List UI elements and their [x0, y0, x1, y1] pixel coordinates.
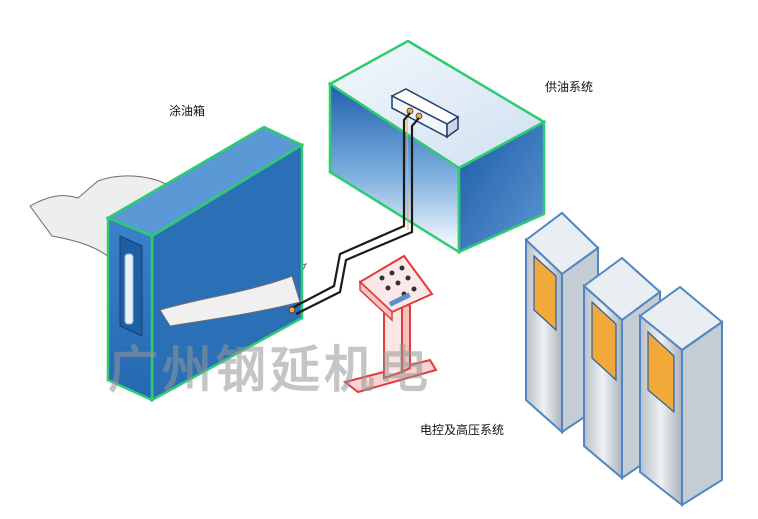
label-oil-box: 涂油箱	[169, 104, 206, 118]
electrical-cabinets	[524, 211, 724, 508]
oil-pipe	[288, 112, 420, 315]
cabinet-1	[524, 211, 600, 435]
oiling-box	[105, 125, 305, 403]
control-panel	[342, 254, 438, 394]
cabinet-door-window	[647, 330, 675, 414]
label-electrical: 电控及高压系统	[420, 423, 505, 437]
watermark-text: 广州钢延机电	[108, 341, 432, 399]
label-oil-supply: 供油系统	[545, 80, 594, 94]
cabinet-3	[638, 285, 724, 508]
cabinet-door-window	[591, 300, 617, 382]
supply-manifold	[390, 88, 460, 139]
cabinet-2	[582, 256, 662, 481]
oil-supply-tank	[327, 39, 547, 255]
cabinet-door-window	[533, 254, 557, 332]
sight-glass	[124, 253, 134, 325]
